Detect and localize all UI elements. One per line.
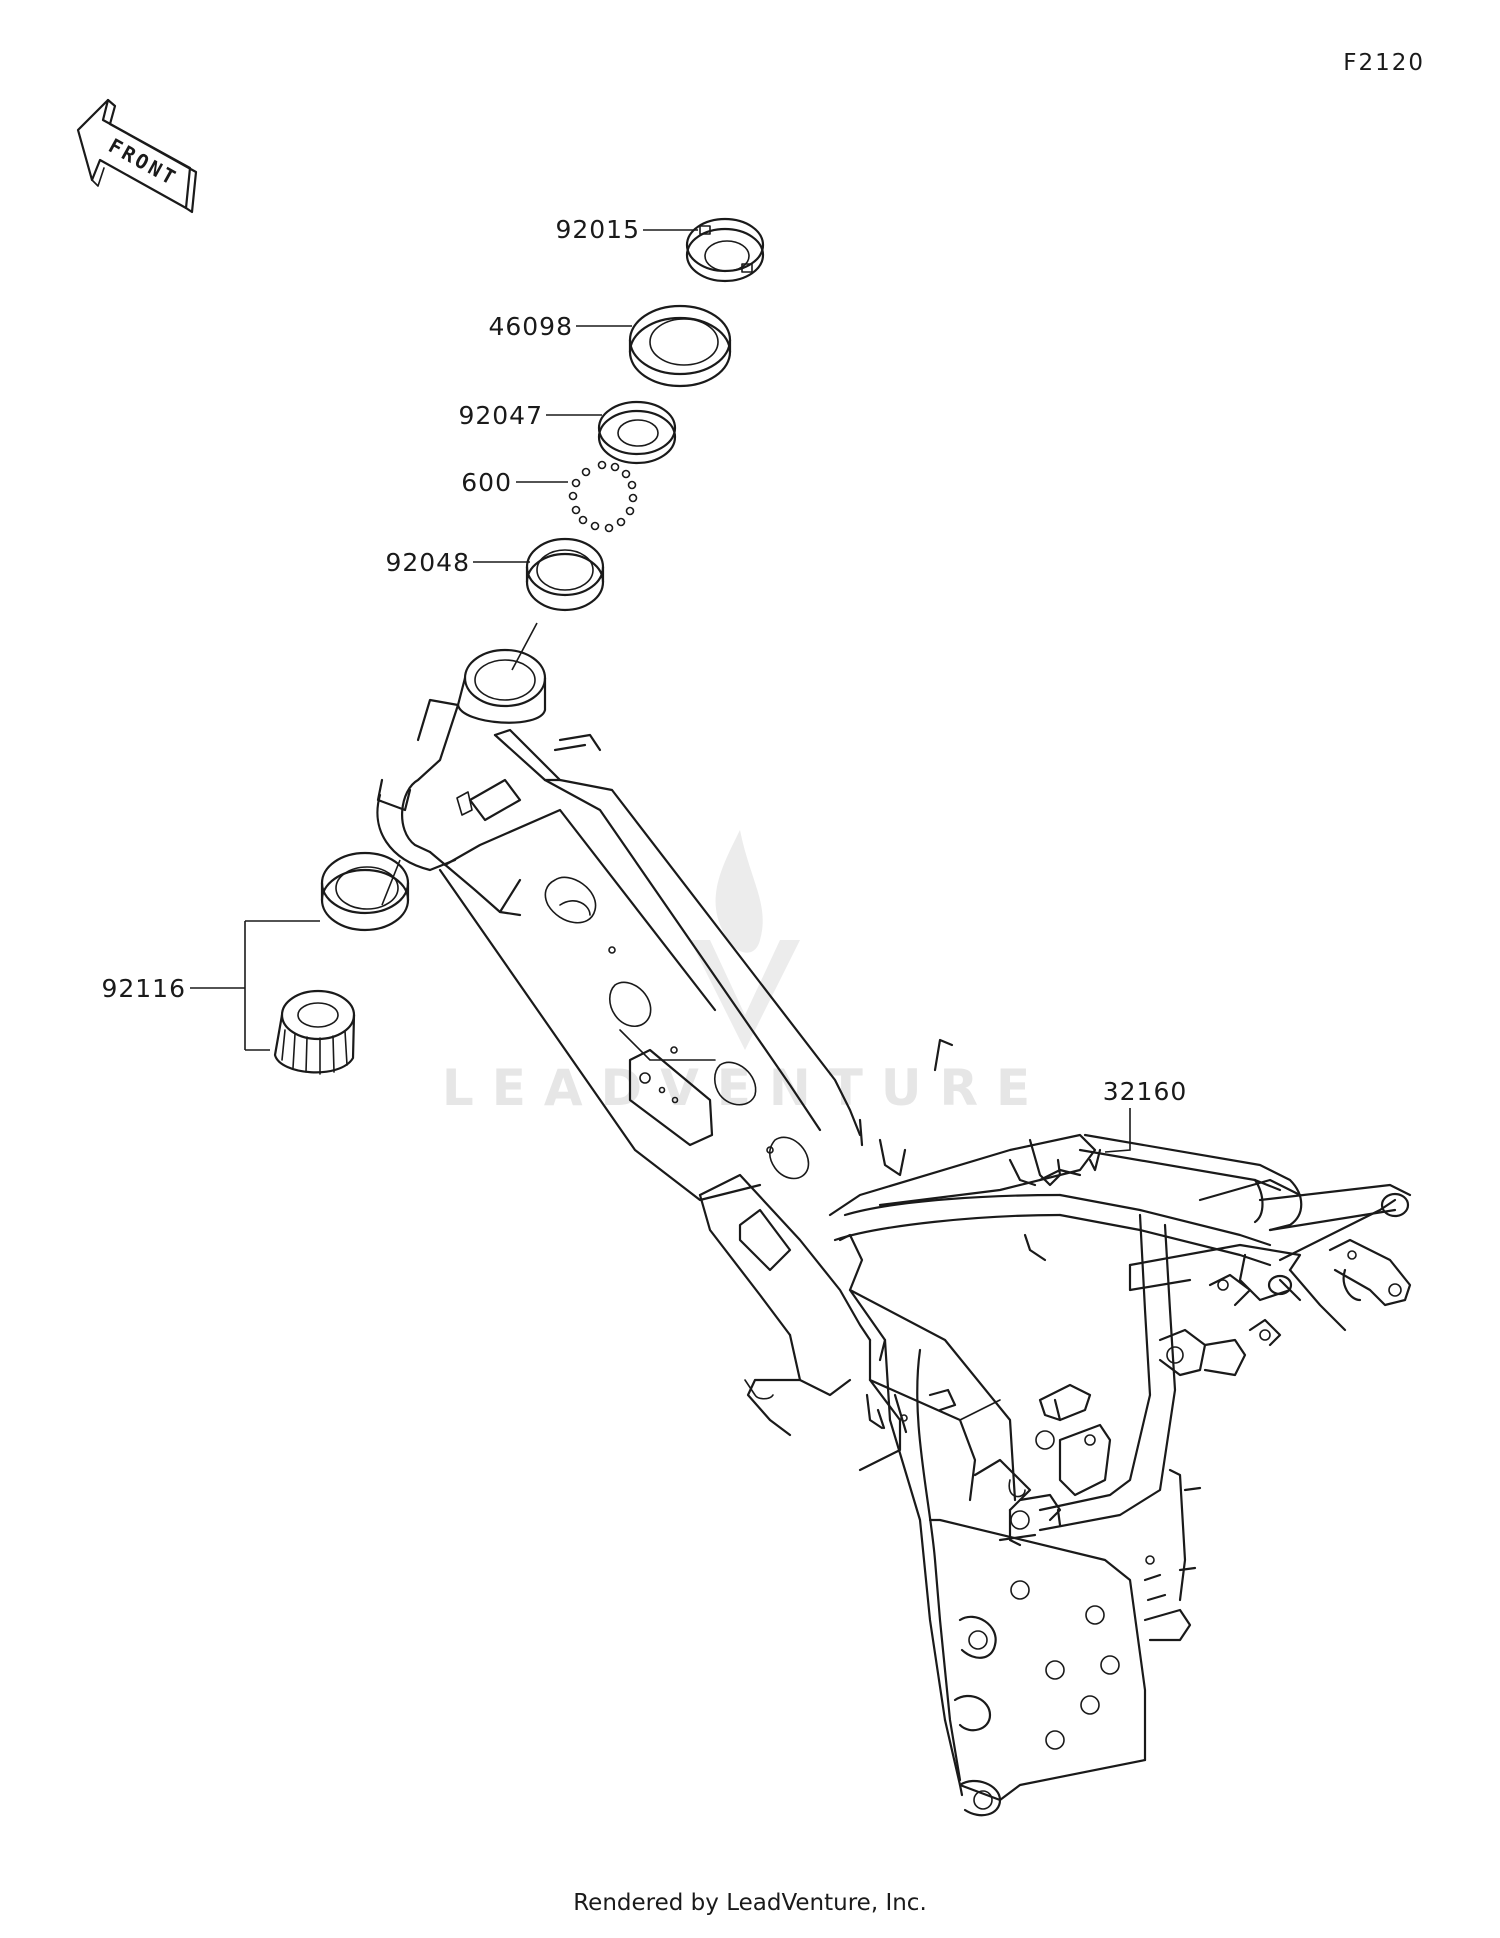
front-arrow-icon: FRONT — [76, 98, 198, 214]
part-92015-locknut — [685, 217, 765, 283]
part-32160-frame — [376, 648, 1412, 1817]
part-92047-race — [597, 400, 677, 465]
part-number-32160: 32160 — [1103, 1077, 1188, 1106]
figure-code: F2120 — [1343, 50, 1425, 76]
footer-credit: Rendered by LeadVenture, Inc. — [573, 1890, 927, 1916]
watermark-text: LEADVENTURE — [442, 1059, 1048, 1117]
part-number-46098: 46098 — [488, 312, 573, 341]
watermark-v-icon — [690, 940, 800, 1050]
part-number-92048: 92048 — [385, 548, 470, 577]
watermark-flame-icon — [715, 830, 763, 953]
part-number-92047: 92047 — [458, 401, 543, 430]
watermark: LEADVENTURE — [442, 830, 1048, 1117]
part-600-steel-balls — [568, 460, 638, 533]
part-92116-bearing-race — [320, 851, 410, 932]
part-number-600: 600 — [461, 468, 512, 497]
part-number-92116: 92116 — [101, 974, 186, 1003]
part-92116-tapered-bearing — [273, 989, 356, 1075]
part-46098-cap — [628, 304, 732, 388]
part-number-92015: 92015 — [555, 215, 640, 244]
part-92048-race — [525, 537, 605, 612]
